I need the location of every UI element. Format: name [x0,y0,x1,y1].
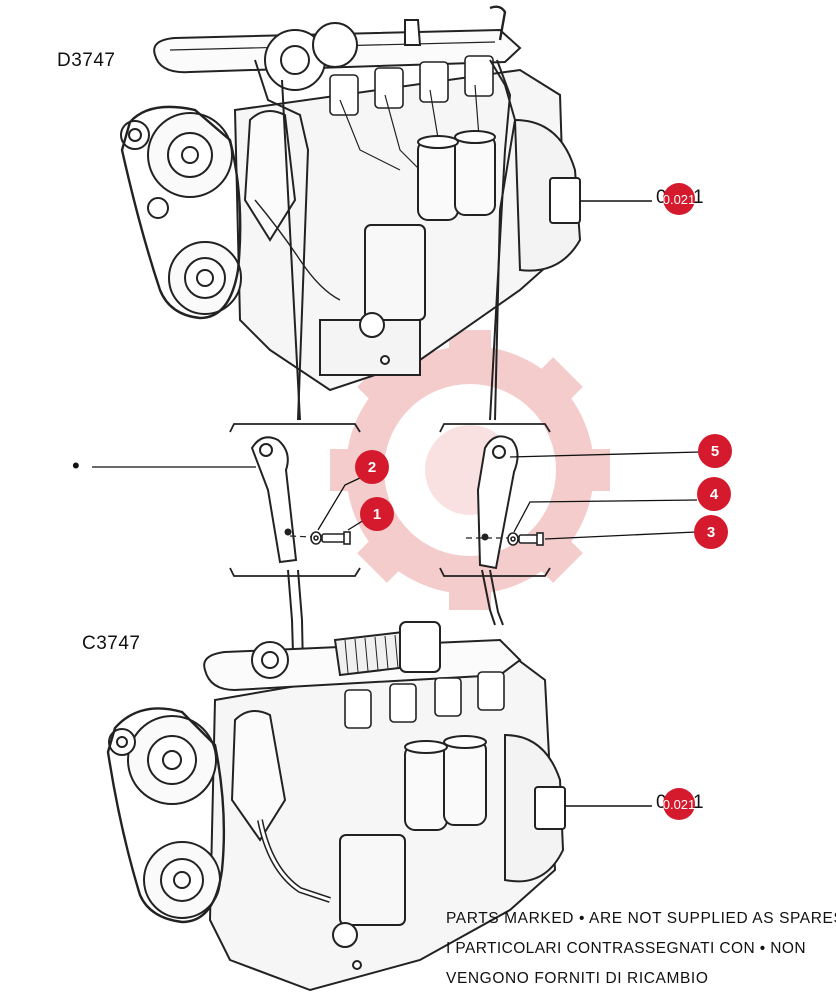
bracket-group-frames [229,423,551,577]
ref-badge-top[interactable]: 0.021 [663,183,695,215]
note-line-english: PARTS MARKED • ARE NOT SUPPLIED AS SPARE… [446,910,836,927]
ref-badge-top-text: 0.021 [662,191,696,207]
washer-part-2[interactable] [310,531,322,545]
ref-badge-bottom[interactable]: 0.021 [663,788,695,820]
callout-number: 3 [706,523,716,541]
callout-number: 2 [367,458,377,476]
callout-leaders [92,451,701,540]
washer-part-4[interactable] [507,532,519,546]
engine-model-label-bottom: C3747 [82,633,141,654]
lifting-bracket-left[interactable] [250,436,298,564]
engine-model-label-top: D3747 [57,50,116,71]
ref-badge-bottom-text: 0.021 [662,796,696,812]
callout-badge-2[interactable]: 2 [355,450,389,484]
callout-badge-4[interactable]: 4 [697,477,731,511]
callout-badge-1[interactable]: 1 [360,497,394,531]
callout-number: 4 [709,485,719,503]
callout-number: 1 [372,505,382,523]
not-supplied-marker: • [72,453,80,478]
callout-number: 5 [710,442,720,460]
lifting-bracket-right-part-5[interactable] [476,435,519,570]
callout-badge-3[interactable]: 3 [694,515,728,549]
assembly-axis-lines [289,535,508,539]
lifting-bracket-rods [254,59,517,721]
engine-bottom-drawing [106,621,566,992]
note-line-italian-1: I PARTICOLARI CONTRASSEGNATI CON • NON [446,940,806,957]
bolt-part-1[interactable] [321,531,351,545]
note-line-italian-2: VENGONO FORNITI DI RICAMBIO [446,970,709,987]
engine-top-drawing [120,5,582,392]
bolt-part-3[interactable] [518,532,544,546]
callout-badge-5[interactable]: 5 [698,434,732,468]
